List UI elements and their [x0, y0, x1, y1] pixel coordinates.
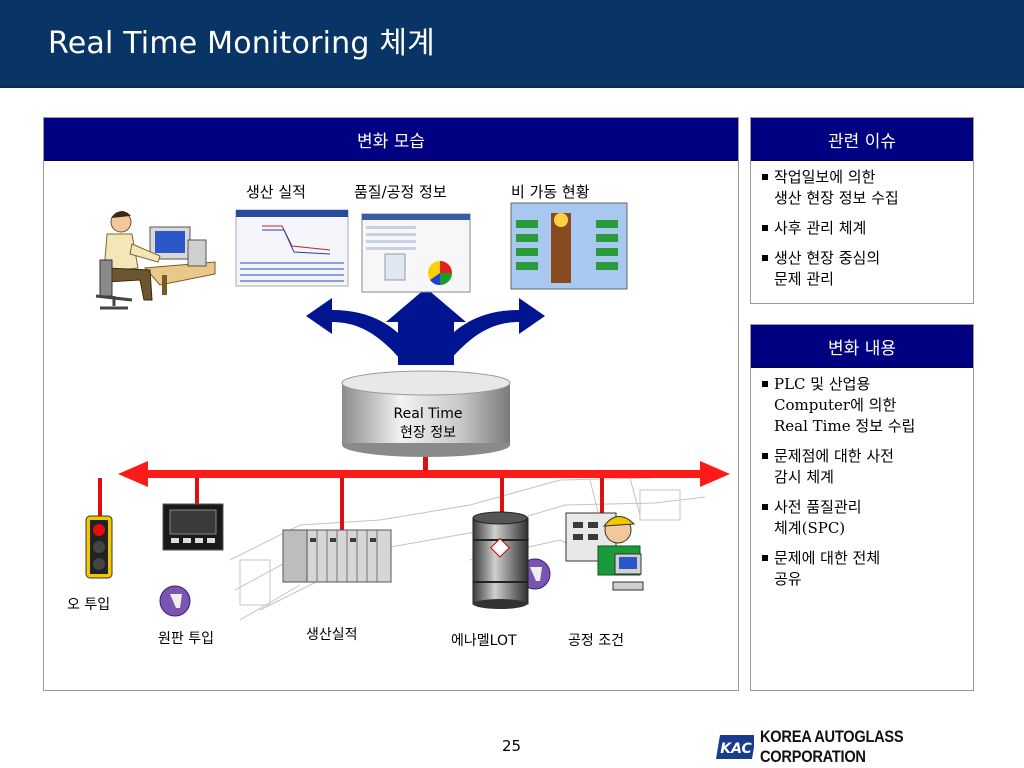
- changes-list: PLC 및 산업용 Computer에 의한 Real Time 정보 수립 문…: [751, 368, 973, 590]
- downtime-status-screen: [510, 202, 628, 290]
- change-panel-header: 변화 모습: [44, 118, 738, 161]
- floor-label-enamel-lot: 에나멜LOT: [451, 633, 517, 649]
- change-item: 사전 품질관리 체계(SPC): [761, 497, 967, 539]
- database-label-line1: Real Time: [394, 406, 463, 422]
- issue-item: 작업일보에 의한 생산 현장 정보 수집: [761, 167, 967, 209]
- process-engineer-icon: [565, 512, 644, 591]
- issue-item: 사후 관리 체계: [761, 218, 967, 239]
- operator-at-desk-icon: [95, 210, 216, 310]
- hmi-panel-icon: [162, 503, 224, 551]
- company-logo: KAC KOREA AUTOGLASS CORPORATION: [716, 727, 1024, 767]
- change-item: PLC 및 산업용 Computer에 의한 Real Time 정보 수립: [761, 374, 967, 437]
- slide-title: Real Time Monitoring 체계: [48, 26, 435, 61]
- change-item: 문제점에 대한 사전 감시 체계: [761, 446, 967, 488]
- kac-logo-mark: KAC: [716, 735, 754, 759]
- floor-label-glass-input: 원판 투입: [158, 631, 214, 647]
- network-bus: [98, 447, 730, 530]
- title-bar: Real Time Monitoring 체계: [0, 0, 1024, 88]
- enamel-drum-icon: [472, 511, 529, 609]
- quality-process-screen: [361, 213, 471, 293]
- changes-panel-header: 변화 내용: [751, 325, 973, 368]
- screen-label-quality: 품질/공정 정보: [354, 183, 447, 201]
- plc-rack-icon: [282, 529, 392, 583]
- traffic-light-icon: [85, 515, 113, 579]
- database-icon: [341, 370, 511, 457]
- issue-item: 생산 현장 중심의 문제 관리: [761, 248, 967, 290]
- screen-label-production: 생산 실적: [246, 183, 306, 201]
- changes-panel: 변화 내용 PLC 및 산업용 Computer에 의한 Real Time 정…: [750, 324, 974, 691]
- kac-logo-text: KAC: [720, 741, 752, 757]
- barcode-scanner-icon: [159, 585, 191, 617]
- floor-label-input: 오 투입: [67, 597, 111, 613]
- distribution-arrow: [306, 288, 545, 365]
- page-number: 25: [502, 737, 522, 755]
- company-name: KOREA AUTOGLASS CORPORATION: [759, 727, 904, 766]
- floor-label-process: 공정 조건: [568, 633, 624, 649]
- floor-label-production: 생산실적: [306, 627, 358, 643]
- production-report-screen: [235, 209, 349, 287]
- issues-list: 작업일보에 의한 생산 현장 정보 수집 사후 관리 체계 생산 현장 중심의 …: [751, 161, 973, 290]
- screen-label-downtime: 비 가동 현황: [511, 183, 590, 201]
- issues-panel: 관련 이슈 작업일보에 의한 생산 현장 정보 수집 사후 관리 체계 생산 현…: [750, 117, 974, 304]
- database-label-line2: 현장 정보: [400, 425, 456, 441]
- issues-panel-header: 관련 이슈: [751, 118, 973, 161]
- change-item: 문제에 대한 전체 공유: [761, 548, 967, 590]
